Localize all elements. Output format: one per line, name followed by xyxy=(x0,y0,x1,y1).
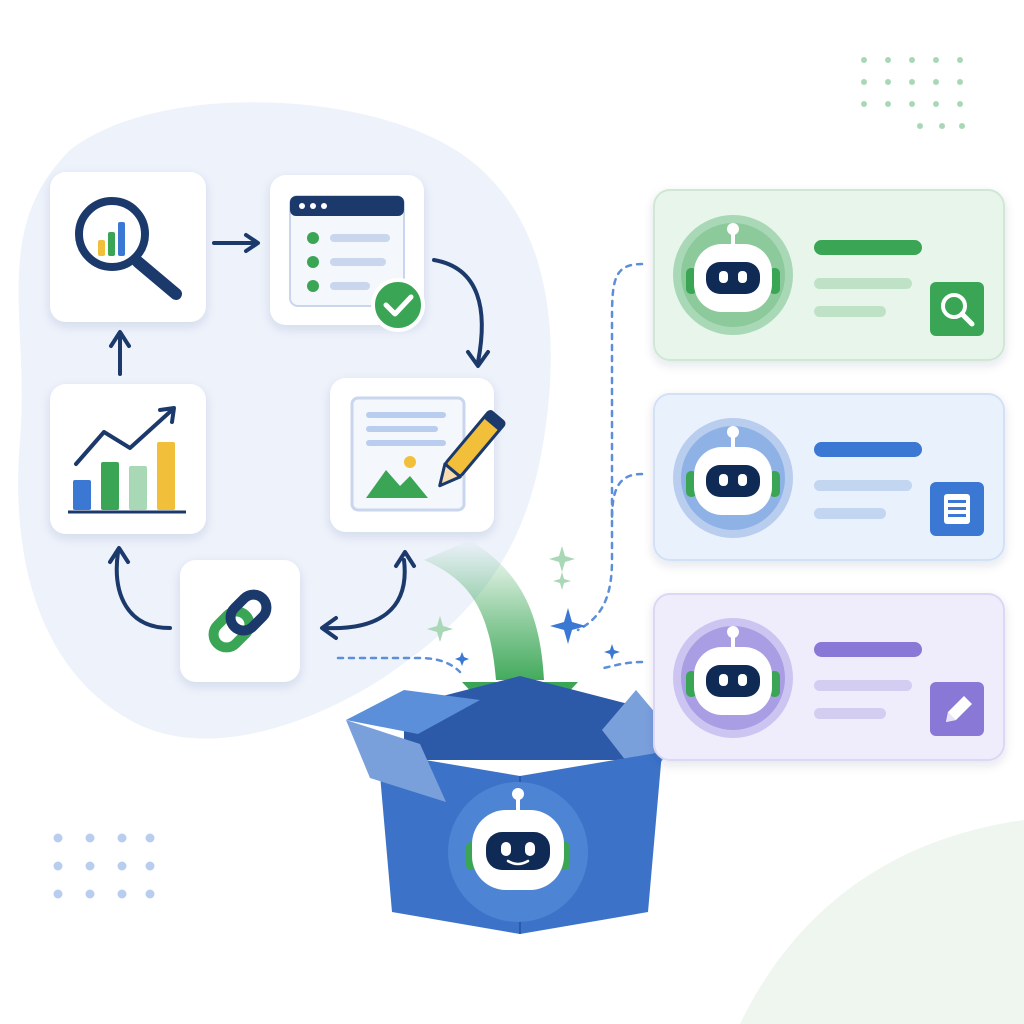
agent-box xyxy=(346,676,678,934)
growth-chart-icon xyxy=(68,406,186,514)
agent-avatar-purple xyxy=(673,618,793,738)
box-bot-icon xyxy=(448,782,588,922)
search-icon xyxy=(930,282,984,336)
agent-card-edit xyxy=(653,593,1005,761)
agent-avatar-green xyxy=(673,215,793,335)
workflow-card-link xyxy=(180,560,300,682)
workflow-card-growth xyxy=(50,384,206,534)
workflow-arrows xyxy=(108,233,490,640)
dot-grid-top-right xyxy=(861,57,965,129)
agent-card-research xyxy=(653,189,1005,361)
box-flap-left-back xyxy=(346,690,480,734)
background-blob-corner xyxy=(740,820,1024,1024)
magnifier-chart-icon xyxy=(75,197,182,300)
box-flap-left-front xyxy=(346,720,446,802)
arrow-create-to-link xyxy=(324,558,407,631)
dotted-connectors xyxy=(336,262,644,674)
workflow-card-analyze xyxy=(50,172,206,322)
chain-link-icon xyxy=(208,589,272,653)
workflow-card-checklist xyxy=(270,175,425,332)
box-inner-back xyxy=(404,676,636,760)
workflow-card-create xyxy=(330,378,506,532)
arrow-link-to-growth xyxy=(114,550,172,630)
agent-avatar-blue xyxy=(673,418,793,538)
sparkles xyxy=(427,546,620,666)
document-pencil-icon xyxy=(350,396,506,512)
document-icon xyxy=(930,482,984,536)
arrow-checklist-to-create xyxy=(432,258,484,364)
dot-grid-bottom-left xyxy=(53,833,155,899)
check-badge-icon xyxy=(371,278,425,332)
agent-card-document xyxy=(653,393,1005,561)
pencil-icon xyxy=(930,682,984,736)
checklist-window-icon xyxy=(289,195,405,307)
